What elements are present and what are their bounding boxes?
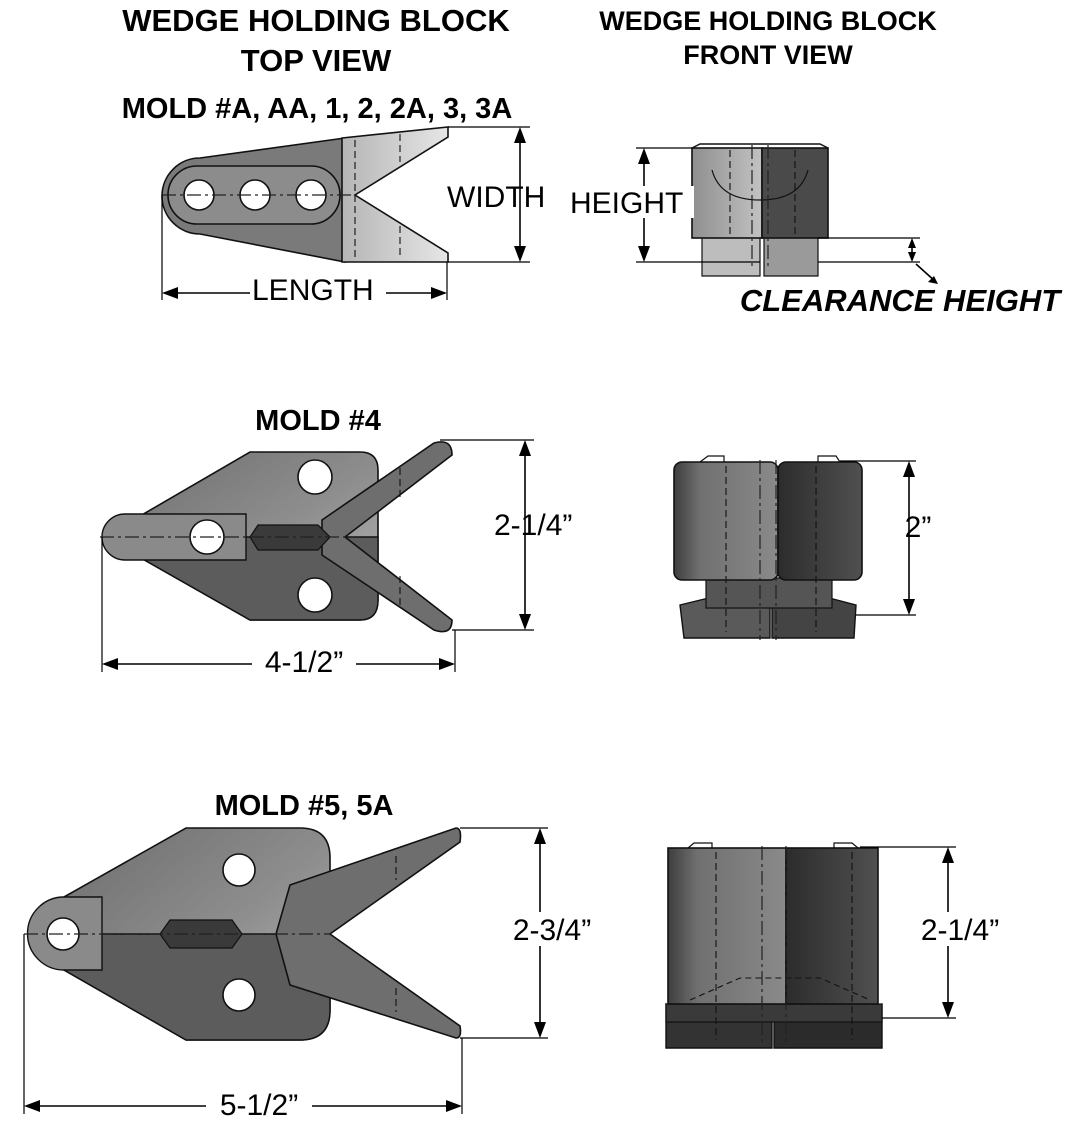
mold-a-height-dimension <box>636 147 760 263</box>
mold-4-height-label: 2” <box>905 511 932 544</box>
mold-4-top-view <box>100 441 453 633</box>
mold-5-height-label: 2-1/4” <box>921 914 999 947</box>
top-view-title-line2: TOP VIEW <box>241 43 392 78</box>
mold-a-length-label: LENGTH <box>252 274 374 307</box>
mold-4-height-dimension <box>840 460 916 616</box>
mold-5-top-view <box>24 827 462 1041</box>
mold-4-front-view <box>673 455 863 640</box>
mold-5-label: MOLD #5, 5A <box>215 790 394 822</box>
mold-5-length-label: 5-1/2” <box>220 1089 298 1122</box>
mold-4-width-dimension <box>440 439 534 631</box>
mold-a-length-dimension <box>161 195 448 300</box>
mold-a-top-view <box>161 126 449 263</box>
mold-a-length-label-bg <box>250 274 386 304</box>
front-view-title-line2: FRONT VIEW <box>683 40 853 70</box>
mold-a-height-label: HEIGHT <box>570 187 683 220</box>
mold-5-width-label: 2-3/4” <box>513 914 591 947</box>
mold-a-width-dimension <box>448 126 530 263</box>
mold-5-front-view <box>665 842 883 1049</box>
mold-5-width-label-bg <box>506 912 598 946</box>
mold-5-height-label-bg <box>914 912 1008 946</box>
mold-4-length-label-bg <box>252 646 356 678</box>
mold-a-height-label-bg <box>568 186 694 218</box>
mold-4-width-label: 2-1/4” <box>494 509 572 542</box>
front-view-title-line1: WEDGE HOLDING BLOCK <box>599 6 937 36</box>
mold-a-clearance-label: CLEARANCE HEIGHT <box>740 283 1063 318</box>
mold-4-label: MOLD #4 <box>255 405 381 437</box>
top-view-title-line1: WEDGE HOLDING BLOCK <box>122 3 510 38</box>
mold-a-clearance-dimension <box>818 237 938 284</box>
mold-a-label: MOLD #A, AA, 1, 2, 2A, 3, 3A <box>122 93 513 125</box>
mold-a-front-view <box>691 143 829 277</box>
mold-4-length-label: 4-1/2” <box>265 646 343 679</box>
mold-5-length-label-bg <box>206 1088 312 1120</box>
mold-a-width-label: WIDTH <box>447 181 545 214</box>
